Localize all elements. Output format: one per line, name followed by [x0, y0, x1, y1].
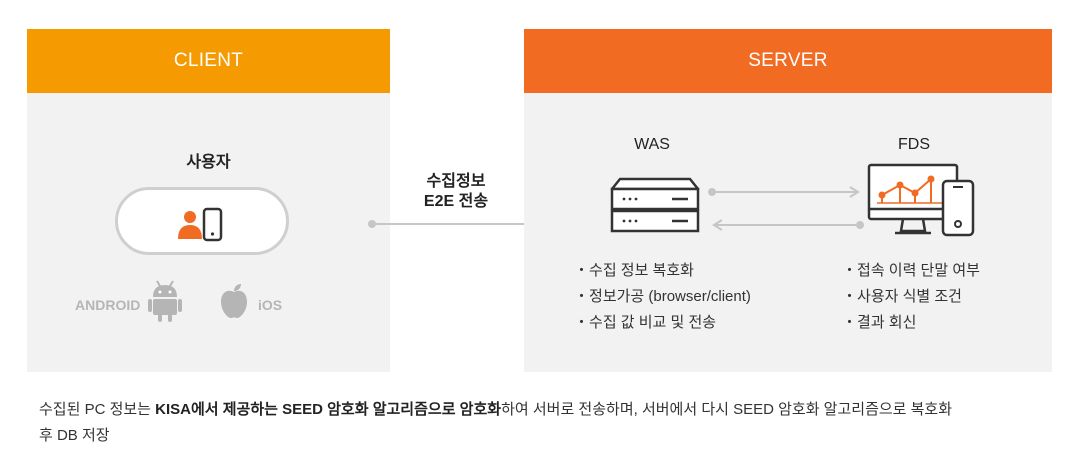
caption-part-1: 수집된 PC 정보는 [39, 401, 156, 418]
user-device-pill [115, 187, 289, 255]
caption-emphasis: KISA에서 제공하는 SEED 암호화 알고리즘으로 암호화 [155, 401, 502, 418]
transfer-label: 수집정보 E2E 전송 [400, 172, 512, 212]
was-server-icon [610, 177, 700, 233]
list-item: 수집 정보 복호화 [574, 258, 751, 284]
server-panel: SERVER WAS FDS [524, 29, 1052, 372]
caption-part-2: 하여 서버로 전송하며, 서버에서 다시 SEED 암호화 알고리즘으로 복호화 [501, 401, 953, 418]
android-icon [148, 280, 182, 322]
apple-icon [221, 284, 247, 318]
list-item: 정보가공 (browser/client) [574, 284, 751, 310]
fds-function-list: 접속 이력 단말 여부 사용자 식별 조건 결과 회신 [842, 258, 980, 336]
transfer-label-line2: E2E 전송 [423, 193, 489, 210]
user-device-icon [178, 207, 223, 242]
was-function-list: 수집 정보 복호화 정보가공 (browser/client) 수집 값 비교 … [574, 258, 751, 336]
list-item: 결과 회신 [842, 310, 980, 336]
list-item: 접속 이력 단말 여부 [842, 258, 980, 284]
caption-line-1: 수집된 PC 정보는 KISA에서 제공하는 SEED 암호화 알고리즘으로 암… [39, 397, 1059, 423]
description-caption: 수집된 PC 정보는 KISA에서 제공하는 SEED 암호화 알고리즘으로 암… [39, 397, 1059, 449]
client-panel: CLIENT 사용자 ANDROID iOS [27, 29, 390, 372]
ios-label: iOS [258, 297, 283, 313]
transfer-label-line1: 수집정보 [426, 173, 486, 190]
was-label: WAS [634, 136, 670, 153]
fds-monitor-icon [867, 163, 975, 237]
android-label: ANDROID [75, 297, 141, 313]
user-label: 사용자 [186, 154, 231, 171]
fds-label: FDS [898, 136, 930, 153]
fds-to-was-arrow [712, 219, 864, 231]
server-header: SERVER [524, 29, 1052, 93]
caption-line-2: 후 DB 저장 [39, 427, 110, 444]
was-to-fds-arrow [708, 186, 860, 198]
list-item: 수집 값 비교 및 전송 [574, 310, 751, 336]
client-header: CLIENT [27, 29, 390, 93]
list-item: 사용자 식별 조건 [842, 284, 980, 310]
